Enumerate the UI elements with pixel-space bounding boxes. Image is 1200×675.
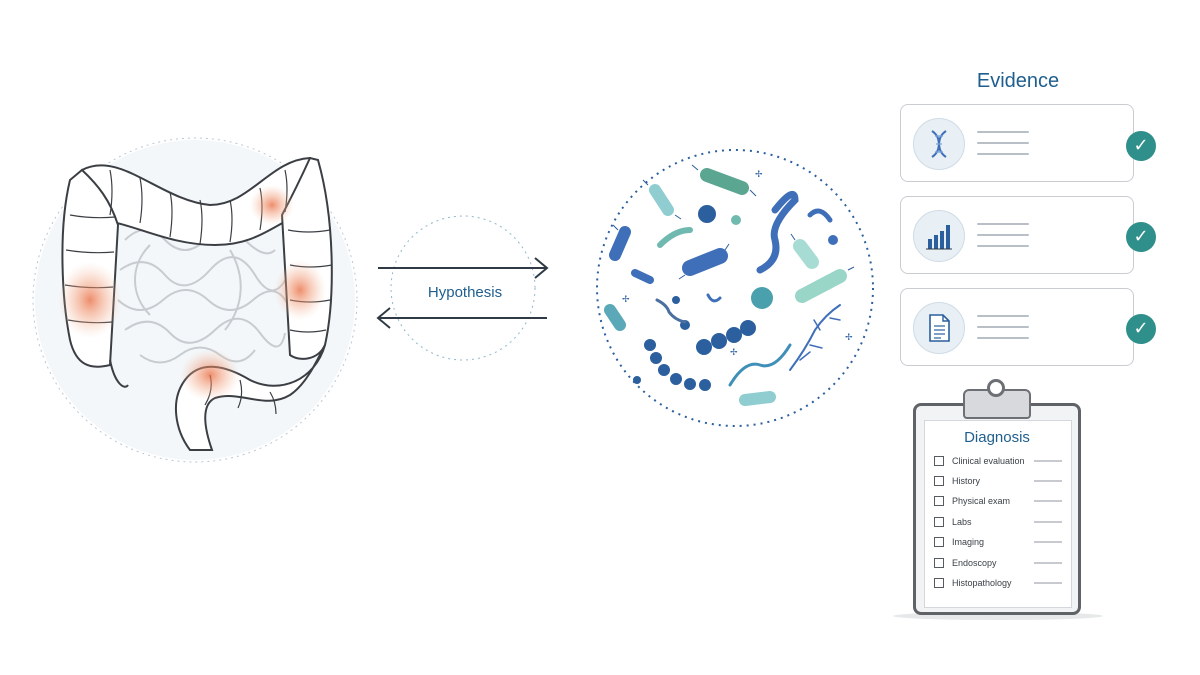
checkbox[interactable] bbox=[934, 517, 944, 527]
checkbox[interactable] bbox=[934, 456, 944, 466]
check-icon: ✓ bbox=[1126, 222, 1156, 252]
checklist-line bbox=[1034, 541, 1062, 543]
clipboard-paper bbox=[924, 420, 1072, 608]
checklist-item[interactable]: Endoscopy bbox=[934, 556, 1062, 570]
svg-text:✢: ✢ bbox=[845, 333, 853, 343]
svg-text:✢: ✢ bbox=[755, 170, 763, 180]
bar-chart-icon bbox=[913, 210, 965, 262]
checklist-item[interactable]: Clinical evaluation bbox=[934, 454, 1062, 468]
checklist-line bbox=[1034, 480, 1062, 482]
diagnosis-title: Diagnosis bbox=[964, 429, 1030, 446]
checkbox[interactable] bbox=[934, 558, 944, 568]
check-icon: ✓ bbox=[1126, 314, 1156, 344]
checklist-item[interactable]: Physical exam bbox=[934, 494, 1062, 508]
evidence-card-document bbox=[900, 288, 1134, 366]
checklist-line bbox=[1034, 500, 1062, 502]
checklist-item[interactable]: Imaging bbox=[934, 535, 1062, 549]
text-placeholder-lines bbox=[977, 315, 1029, 348]
checklist-label: History bbox=[952, 476, 981, 486]
checklist-label: Imaging bbox=[952, 537, 985, 547]
hypothesis-connector bbox=[376, 215, 549, 361]
svg-text:✢: ✢ bbox=[622, 295, 630, 305]
arrow-left-icon bbox=[376, 307, 547, 329]
svg-text:✢: ✢ bbox=[730, 348, 738, 358]
text-placeholder-lines bbox=[977, 131, 1029, 164]
diagnosis-clipboard bbox=[913, 403, 1081, 615]
dna-icon bbox=[913, 118, 965, 170]
checkbox[interactable] bbox=[934, 496, 944, 506]
evidence-card-genetics bbox=[900, 104, 1134, 182]
evidence-title: Evidence bbox=[976, 70, 1060, 92]
clipboard-ring bbox=[987, 379, 1005, 397]
arrow-right-icon bbox=[378, 257, 549, 279]
checklist-line bbox=[1034, 562, 1062, 564]
checklist-item[interactable]: Labs bbox=[934, 515, 1062, 529]
checkbox[interactable] bbox=[934, 537, 944, 547]
checklist-label: Physical exam bbox=[952, 496, 1011, 506]
inflammation-markers bbox=[58, 185, 326, 401]
checklist-label: Endoscopy bbox=[952, 558, 997, 568]
checkbox[interactable] bbox=[934, 476, 944, 486]
checklist-label: Histopathology bbox=[952, 578, 1012, 588]
checklist-item[interactable]: Histopathology bbox=[934, 576, 1062, 590]
checklist-item[interactable]: History bbox=[934, 474, 1062, 488]
checklist-label: Labs bbox=[952, 517, 972, 527]
colon-illustration bbox=[32, 137, 358, 463]
hypothesis-label: Hypothesis bbox=[427, 284, 503, 301]
checklist-line bbox=[1034, 582, 1062, 584]
evidence-card-statistics bbox=[900, 196, 1134, 274]
document-icon bbox=[913, 302, 965, 354]
text-placeholder-lines bbox=[977, 223, 1029, 256]
checklist-line bbox=[1034, 460, 1062, 462]
checkbox[interactable] bbox=[934, 578, 944, 588]
checklist-line bbox=[1034, 521, 1062, 523]
check-icon: ✓ bbox=[1126, 131, 1156, 161]
checklist-label: Clinical evaluation bbox=[952, 456, 1025, 466]
microbiome-illustration: ✢ ✢ ✢ ✢ bbox=[596, 149, 874, 427]
clipboard-shadow bbox=[893, 612, 1103, 620]
